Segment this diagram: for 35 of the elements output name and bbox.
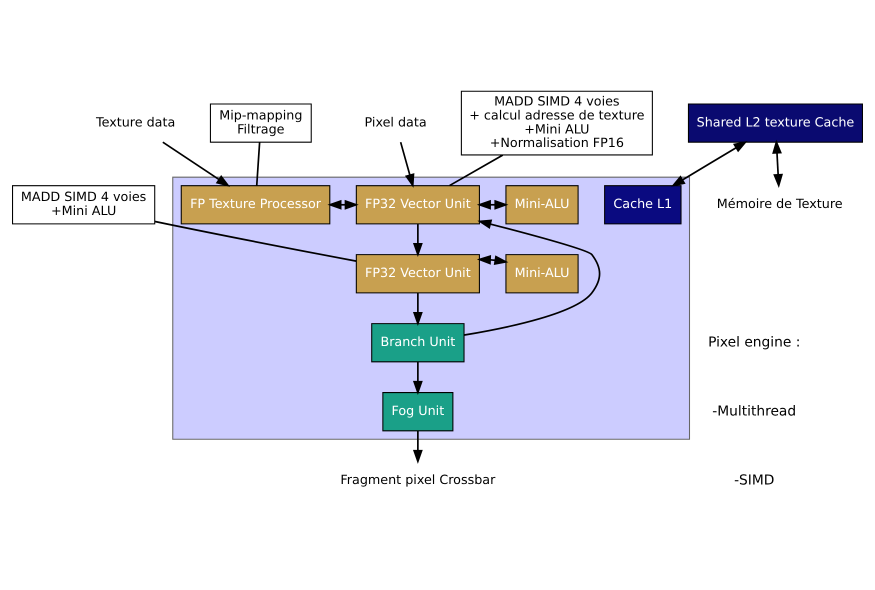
- node-box: Mini-ALU: [505, 184, 579, 224]
- node-box: Mini-ALU: [505, 254, 579, 293]
- node-text: Texture data: [96, 114, 176, 130]
- arrow: [327, 199, 359, 210]
- label: Pixel engine :: [708, 334, 800, 350]
- node-box: FP32 Vector Unit: [356, 254, 480, 293]
- node-box: FP Texture Processor: [180, 184, 330, 224]
- node-box: MADD SIMD 4 voies + calcul adresse de texture +Mini ALU +Normalisation FP16: [460, 90, 653, 155]
- arrow: [412, 430, 423, 464]
- node-text: Fragment pixel Crossbar: [340, 472, 496, 488]
- connector: [256, 142, 260, 186]
- node-box: Cache L1: [604, 184, 682, 224]
- arrow: [412, 292, 423, 326]
- arrow: [162, 140, 230, 186]
- node-box: MADD SIMD 4 voies +Mini ALU: [12, 184, 156, 224]
- node-box: FP32 Vector Unit: [356, 184, 480, 224]
- arrow: [464, 218, 600, 336]
- node-text: Pixel data: [364, 114, 427, 130]
- arrow: [400, 141, 414, 188]
- node-box: Mip-mapping Filtrage: [210, 102, 312, 142]
- label: -SIMD: [734, 472, 774, 488]
- node-box: Fog Unit: [382, 392, 454, 431]
- cluster: [172, 176, 690, 440]
- label: -Multithread: [712, 402, 796, 419]
- arrow: [671, 140, 748, 186]
- arrow: [412, 224, 423, 257]
- node-box: Branch Unit: [371, 322, 465, 362]
- arrow: [412, 362, 423, 394]
- connector: [154, 220, 356, 262]
- connector: [449, 154, 504, 186]
- node-text: Mémoire de Texture: [716, 196, 843, 212]
- node-box: Shared L2 texture Cache: [688, 102, 863, 142]
- arrow: [476, 199, 508, 210]
- arrow: [476, 254, 508, 265]
- arrow: [772, 139, 784, 188]
